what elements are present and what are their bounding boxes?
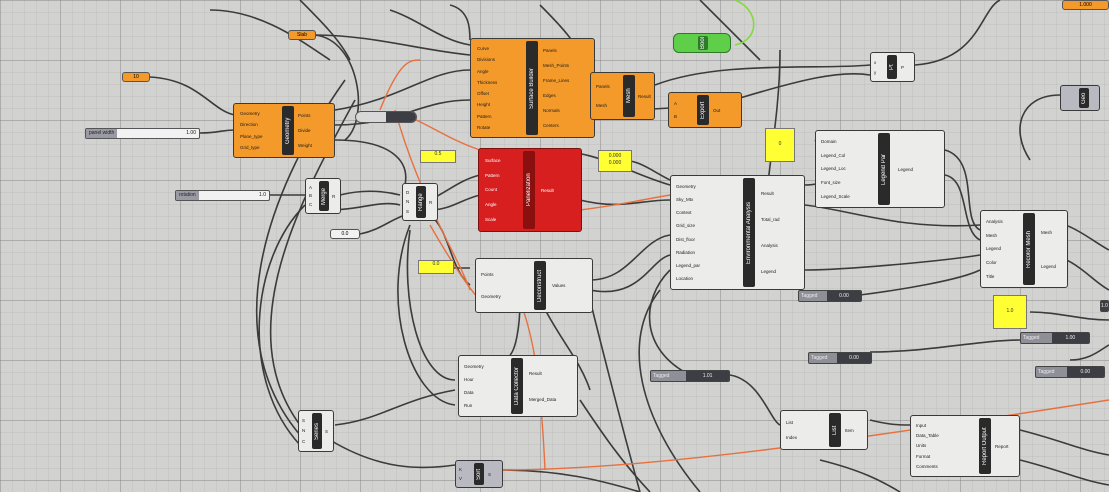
list-node[interactable]: List Index List Item bbox=[780, 410, 868, 450]
node-title: Data Collector bbox=[514, 367, 520, 406]
yellow-panel-1[interactable]: 0.5 bbox=[420, 150, 456, 163]
toggle-node[interactable]: Bool bbox=[673, 33, 731, 53]
node-title: Recolor Mesh bbox=[1026, 230, 1032, 268]
far-right-node[interactable]: Geo bbox=[1060, 85, 1100, 111]
slider-value: 1.00 bbox=[186, 130, 196, 136]
value-panel-4[interactable]: Tagged 0.00 bbox=[1035, 366, 1105, 378]
small-node-range[interactable]: D N S Range R bbox=[402, 183, 438, 221]
small-node-sort[interactable]: K V Sort S bbox=[455, 460, 503, 488]
report-node[interactable]: Input Data_Table Units Format Comments R… bbox=[910, 415, 1020, 477]
error-node[interactable]: Surface Pattern Count Angle Scale Paneli… bbox=[478, 148, 582, 232]
tag-number[interactable]: 10 bbox=[122, 72, 150, 82]
value-panel-1[interactable]: Tagged 0.00 bbox=[798, 290, 862, 302]
small-node-series[interactable]: S N C Series S bbox=[298, 410, 334, 452]
mesh-node[interactable]: Panels Mesh Mesh Result bbox=[590, 72, 655, 120]
small-node-merge[interactable]: A B C Merge R bbox=[305, 178, 341, 214]
value-panel-0[interactable]: Tagged 1.01 bbox=[650, 370, 730, 382]
node-title: Series bbox=[314, 422, 320, 440]
analysis-node[interactable]: Geometry Sky_Mtx Context Grid_size Dist_… bbox=[670, 175, 805, 290]
export-node[interactable]: A B Export Out bbox=[668, 92, 742, 128]
geometry-node[interactable]: Geometry Direction Plane_type Grid_type … bbox=[233, 103, 335, 158]
top-right-node[interactable]: x y Pt P bbox=[870, 52, 915, 82]
node-title: Surface Builder bbox=[529, 67, 535, 109]
legend-node[interactable]: Domain Legend_Col Legend_Loc Font_size L… bbox=[815, 130, 945, 208]
slider-panel-width[interactable]: panel width 1.00 bbox=[85, 128, 200, 139]
node-title: Sort bbox=[476, 468, 482, 480]
yellow-panel-4[interactable]: 0.000 0.000 bbox=[598, 150, 632, 172]
boolean-toggle[interactable] bbox=[355, 111, 417, 123]
yellow-panel-2[interactable]: 0.0 bbox=[418, 260, 454, 274]
node-title: Merge bbox=[321, 187, 327, 205]
node-title: Export bbox=[700, 101, 706, 119]
value-panel-2[interactable]: Tagged 0.00 bbox=[808, 352, 872, 364]
tag-small[interactable]: 0.0 bbox=[330, 229, 360, 239]
tag-slab[interactable]: Slab bbox=[288, 30, 316, 40]
yellow-panel-0[interactable]: 0 bbox=[765, 128, 795, 162]
node-title: Range bbox=[418, 193, 424, 211]
node-title: Environmental Analysis bbox=[746, 201, 752, 264]
yellow-panel-3[interactable]: 1.0 bbox=[993, 295, 1027, 329]
slider-rotation[interactable]: rotation 1.0 bbox=[175, 190, 270, 201]
node-title: Legend Par bbox=[881, 153, 887, 185]
slider-value: 1.0 bbox=[259, 192, 266, 198]
value-panel-5[interactable]: 1.0 bbox=[1100, 300, 1109, 312]
slider-label: panel width bbox=[86, 129, 118, 138]
recolor-node[interactable]: Analysis Mesh Legend Color Title Recolor… bbox=[980, 210, 1068, 288]
node-title: Bool bbox=[700, 37, 706, 50]
node-title: Panelization bbox=[526, 173, 532, 207]
tag-corner[interactable]: 1.000 bbox=[1062, 0, 1109, 10]
node-title: Report Output bbox=[982, 427, 988, 465]
slider-label: rotation bbox=[176, 191, 199, 200]
node-title: Geo bbox=[1081, 92, 1087, 104]
main-solver-node[interactable]: Curve Divisions Angle Thickness Offset H… bbox=[470, 38, 595, 138]
toggle-knob bbox=[386, 112, 416, 122]
deconstruct-node[interactable]: Points Geometry Deconstruct Values bbox=[475, 258, 593, 313]
node-title: Pt bbox=[889, 64, 895, 70]
node-title: List bbox=[832, 425, 838, 435]
data-node[interactable]: Geometry Hour Data Run Data Collector Re… bbox=[458, 355, 578, 417]
node-title: Mesh bbox=[626, 88, 632, 104]
node-title: Deconstruct bbox=[537, 269, 543, 302]
value-panel-3[interactable]: Tagged 1.00 bbox=[1020, 332, 1090, 344]
node-title: Geometry bbox=[285, 117, 291, 144]
